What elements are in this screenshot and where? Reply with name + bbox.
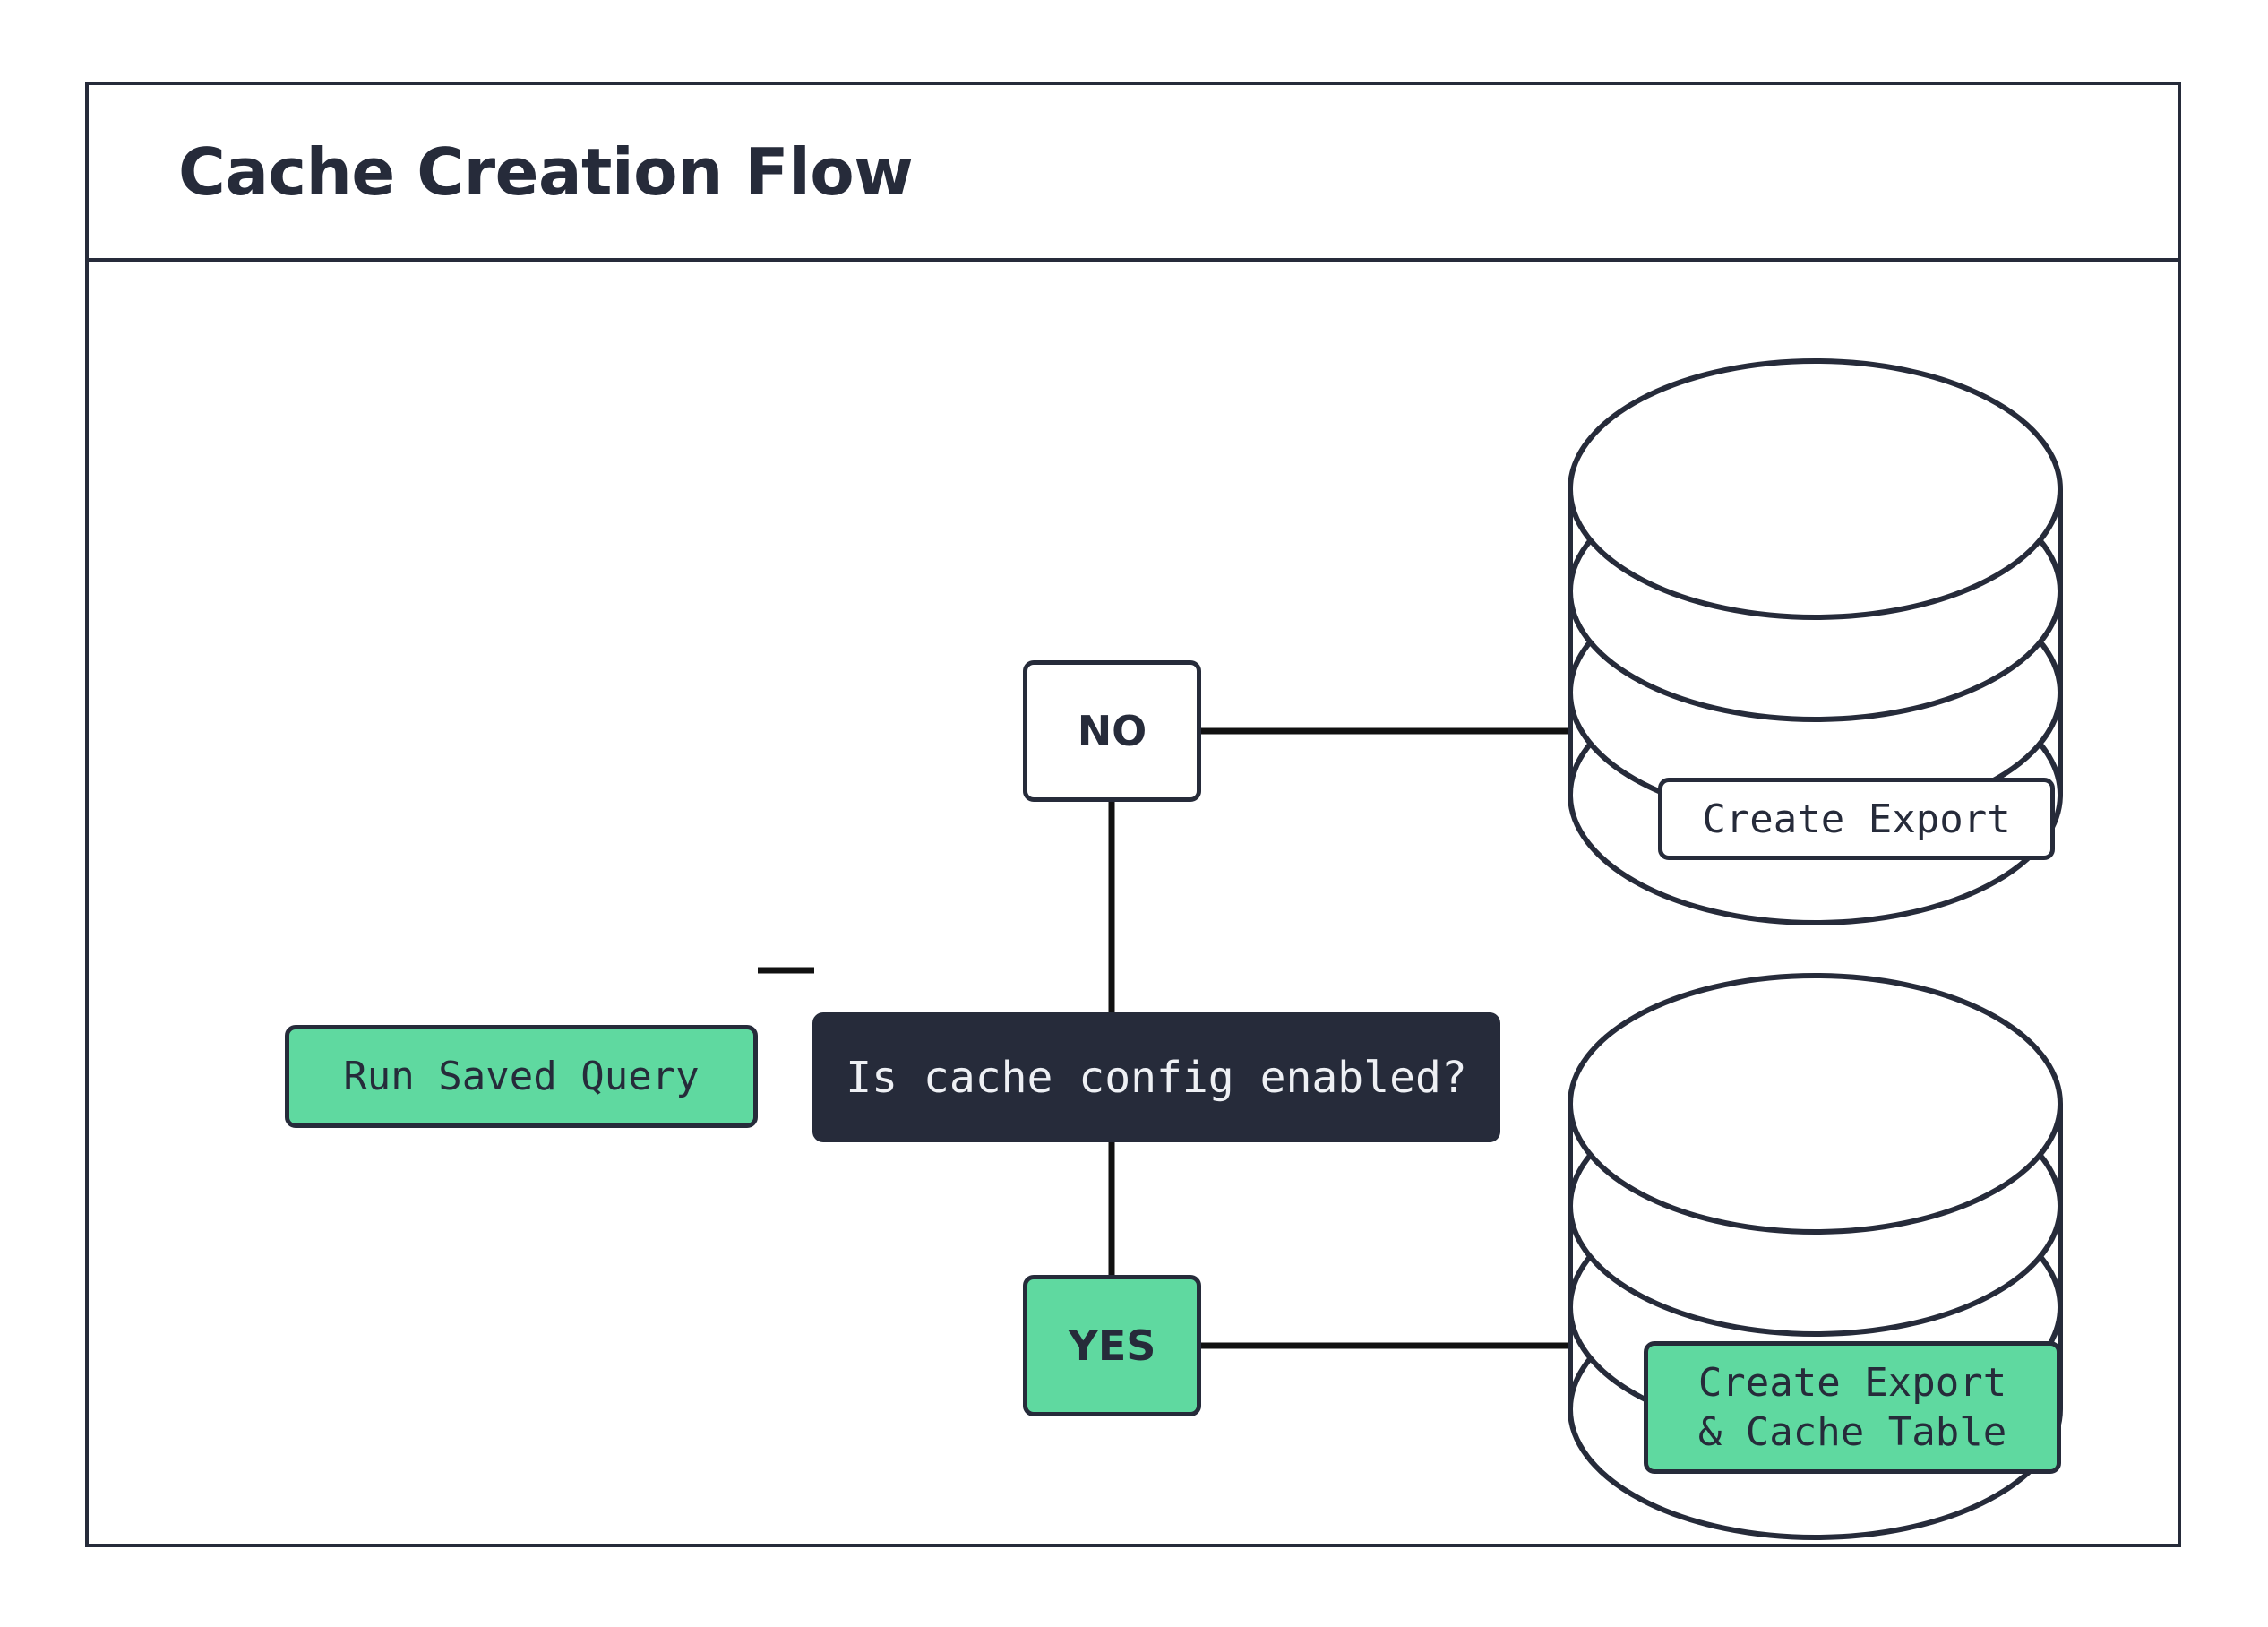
node-database-bottom-label-line1: Create Export: [1697, 1360, 2007, 1406]
node-branch-no[interactable]: NO: [1023, 660, 1201, 802]
flowchart-area: Run Saved Query Is cache config enabled?…: [89, 262, 2178, 1544]
node-run-saved-query[interactable]: Run Saved Query: [285, 1025, 758, 1128]
page-title: Cache Creation Flow: [178, 133, 914, 210]
node-database-bottom-label[interactable]: Create Export & Cache Table: [1644, 1341, 2061, 1474]
edge-group: [758, 727, 1570, 1349]
diagram-header: Cache Creation Flow: [89, 85, 2178, 262]
node-database-top-label[interactable]: Create Export: [1658, 778, 2055, 860]
node-branch-yes[interactable]: YES: [1023, 1275, 1201, 1416]
diagram-frame: Cache Creation Flow: [85, 82, 2181, 1547]
node-decision-cache-config[interactable]: Is cache config enabled?: [812, 1012, 1500, 1142]
node-database-bottom-label-line2: & Cache Table: [1697, 1409, 2007, 1455]
